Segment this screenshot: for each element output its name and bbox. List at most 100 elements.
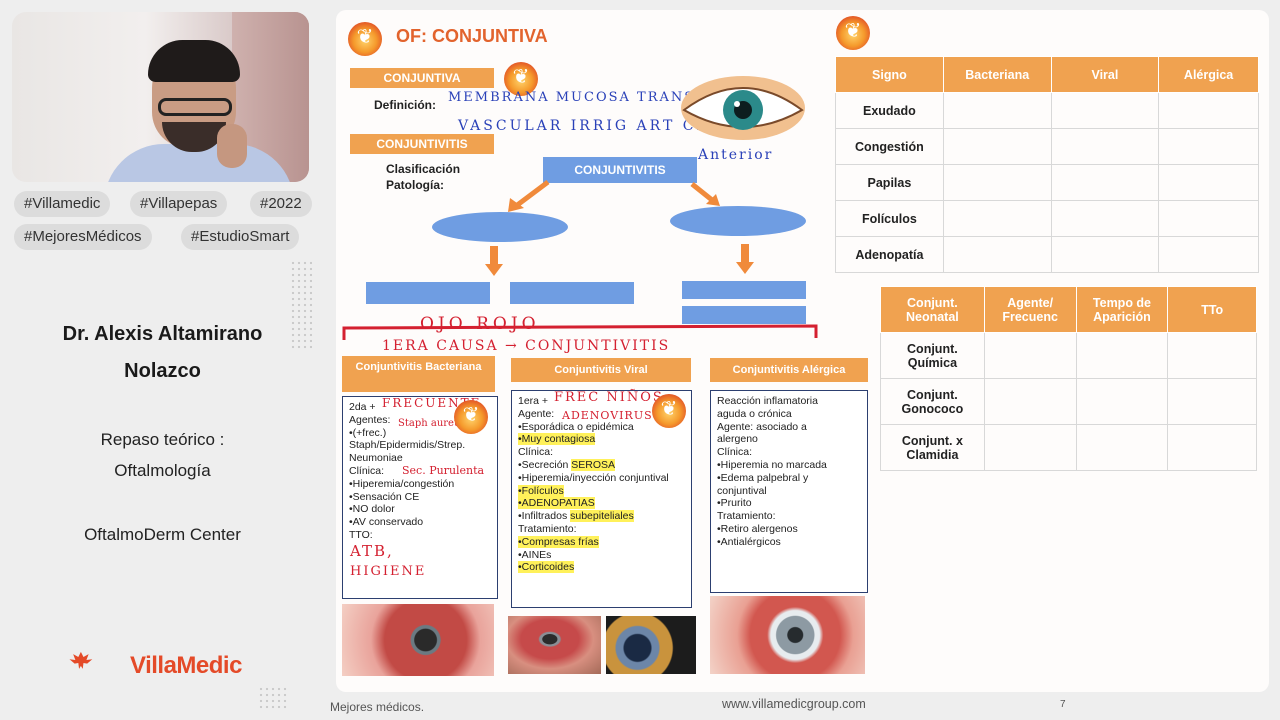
- topic-line1: Repaso teórico :: [100, 430, 225, 449]
- oval-no-infecciosa: [670, 206, 806, 236]
- table-cell: [1158, 92, 1259, 129]
- text-line: TTO:: [349, 528, 373, 541]
- text-line: 1era +: [518, 395, 549, 407]
- handwriting-anterior: Anterior: [698, 147, 774, 163]
- table-header: Bacteriana: [942, 56, 1052, 93]
- table-row: Papilas: [835, 164, 1259, 201]
- table-header: Conjunt. Neonatal: [880, 286, 985, 333]
- table-row: Conjunt. x Clamidia: [880, 424, 1257, 471]
- highlight: subepiteliales: [570, 510, 634, 523]
- handwriting-ojo-rojo: OJO ROJO: [420, 314, 540, 334]
- bar-otro: [682, 306, 806, 324]
- table-row: Conjunt. Química: [880, 332, 1257, 379]
- text-line: alergeno: [717, 433, 758, 446]
- handwriting-higiene: HIGIENE: [350, 564, 427, 579]
- row-label: Conjunt. x Clamidia: [880, 424, 985, 471]
- table-header: Agente/ Frecuenc: [983, 286, 1077, 333]
- table-cell: [1158, 128, 1259, 165]
- text-line: •Retiro alergenos: [717, 522, 798, 535]
- table-cell: [1050, 200, 1160, 237]
- handwriting-primera-causa: 1ERA CAUSA → CONJUNTIVITIS: [382, 338, 671, 354]
- viral-content: 1era + Agente: •Esporádica o epidémica •…: [511, 390, 692, 608]
- red-bracket: [342, 324, 818, 340]
- definicion-label: Definición:: [374, 98, 436, 112]
- table-cell: [983, 378, 1077, 425]
- table-cell: [1158, 236, 1259, 273]
- left-panel: #Villamedic #Villapepas #2022 #MejoresMé…: [0, 0, 325, 720]
- table-cell: [1167, 332, 1257, 379]
- highlight: •ADENOPATIAS: [518, 497, 595, 510]
- neonatal-table: Conjunt. Neonatal Agente/ Frecuenc Tempo…: [880, 286, 1257, 471]
- highlight: •Folículos: [518, 484, 564, 497]
- doctor-name-line1: Dr. Alexis Altamirano: [62, 323, 263, 345]
- table-cell: [1075, 424, 1169, 471]
- highlight: •Compresas frías: [518, 535, 599, 548]
- photo-allergic-eye: [710, 596, 865, 674]
- text-line: •ADENOPATIAS: [518, 497, 685, 510]
- arrow-down-left-icon: [508, 180, 550, 212]
- table-cell: [1050, 236, 1160, 273]
- table-cell: [942, 128, 1052, 165]
- text-line: 2da +: [349, 401, 376, 413]
- text-line: •Corticoides: [518, 561, 685, 574]
- table-cell: [1075, 332, 1169, 379]
- hashtag-estudiosmart: #EstudioSmart: [181, 224, 300, 250]
- photo-viral-eye: [508, 616, 601, 674]
- villamedic-emblem-icon: [504, 62, 538, 96]
- center-name: OftalmoDerm Center: [84, 525, 241, 544]
- header-conj-bacteriana: Conjuntivitis Bacteriana: [342, 356, 495, 392]
- footer-url: www.villamedicgroup.com: [722, 697, 866, 711]
- table-cell: [1158, 200, 1259, 237]
- arrow-shaft: [490, 246, 498, 264]
- highlight: SEROSA: [571, 458, 616, 471]
- doctor-name-line2: Nolazco: [124, 360, 201, 382]
- header-conj-alergica: Conjuntivitis Alérgica: [710, 358, 868, 382]
- table-cell: [1050, 164, 1160, 201]
- row-label: Conjunt. Gonococo: [880, 378, 985, 425]
- handwriting-staph: Staph aureus: [398, 418, 466, 429]
- bar-bacteriana: [366, 282, 490, 304]
- text-line: Tratamiento:: [717, 510, 776, 523]
- table-row: Exudado: [835, 92, 1259, 129]
- villamedic-emblem-icon: [348, 22, 382, 56]
- row-label: Congestión: [835, 128, 944, 165]
- table-header: Alérgica: [1158, 56, 1259, 93]
- text-line: •(+frec.): [349, 426, 387, 439]
- text-line: •Hiperemia no marcada: [717, 458, 827, 471]
- topic-line2: Oftalmología: [114, 461, 211, 480]
- table-row: Congestión: [835, 128, 1259, 165]
- text-line: Agente:: [518, 407, 555, 420]
- table-cell: [1158, 164, 1259, 201]
- bar-viral: [510, 282, 634, 304]
- table-header: Viral: [1050, 56, 1160, 93]
- villamedic-emblem-icon: [836, 16, 870, 50]
- villamedic-emblem-icon: [652, 394, 686, 428]
- table-header: TTo: [1167, 286, 1257, 333]
- text-line: •Infiltrados subepiteliales: [518, 510, 685, 523]
- text-line: •Hiperemia/congestión: [349, 477, 455, 490]
- villamedic-logo-icon: [69, 651, 93, 669]
- text-line: •Muy contagiosa: [518, 433, 685, 446]
- table-cell: [942, 92, 1052, 129]
- conjuntiva-label: CONJUNTIVA: [350, 68, 494, 88]
- photo-bacterial-eye: [342, 604, 494, 676]
- table-cell: [1075, 378, 1169, 425]
- arrow-shaft: [741, 244, 749, 262]
- arrow-down-icon: [485, 264, 503, 276]
- table-row: Conjunt. Gonococo: [880, 378, 1257, 425]
- table-header: Tempo de Aparición: [1075, 286, 1169, 333]
- conjuntivitis-label: CONJUNTIVITIS: [350, 134, 494, 154]
- highlight: •Corticoides: [518, 561, 575, 574]
- table-cell: [942, 200, 1052, 237]
- footer-tagline: Mejores médicos.: [330, 700, 425, 714]
- handwriting-sec-purulenta: Sec. Purulenta: [402, 464, 485, 477]
- alergica-content: Reacción inflamatoria aguda o crónica Ag…: [710, 390, 868, 593]
- text-line: •NO dolor: [349, 503, 395, 516]
- slide-footer: Mejores médicos. www.villamedicgroup.com…: [326, 694, 1280, 720]
- eye-illustration: [681, 76, 805, 140]
- hashtag-villapepas: #Villapepas: [130, 191, 228, 217]
- text-part: •Secreción: [518, 458, 572, 471]
- table-cell: [983, 424, 1077, 471]
- row-label: Papilas: [835, 164, 944, 201]
- header-conj-viral: Conjuntivitis Viral: [511, 358, 691, 382]
